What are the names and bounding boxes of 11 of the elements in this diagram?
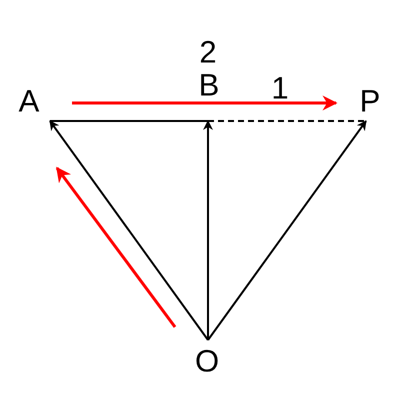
vector-arrow: [203, 120, 213, 340]
number-label: 2: [199, 36, 217, 68]
point-label: A: [18, 86, 40, 116]
line: [50, 120, 208, 122]
point-label: P: [360, 86, 380, 116]
number-label: 1: [271, 72, 289, 104]
point-label: B: [198, 70, 220, 100]
dashed-line: [208, 120, 366, 122]
point-label: O: [194, 346, 220, 376]
vector-arrow: [207, 120, 367, 341]
vector-arrow: [49, 120, 209, 341]
